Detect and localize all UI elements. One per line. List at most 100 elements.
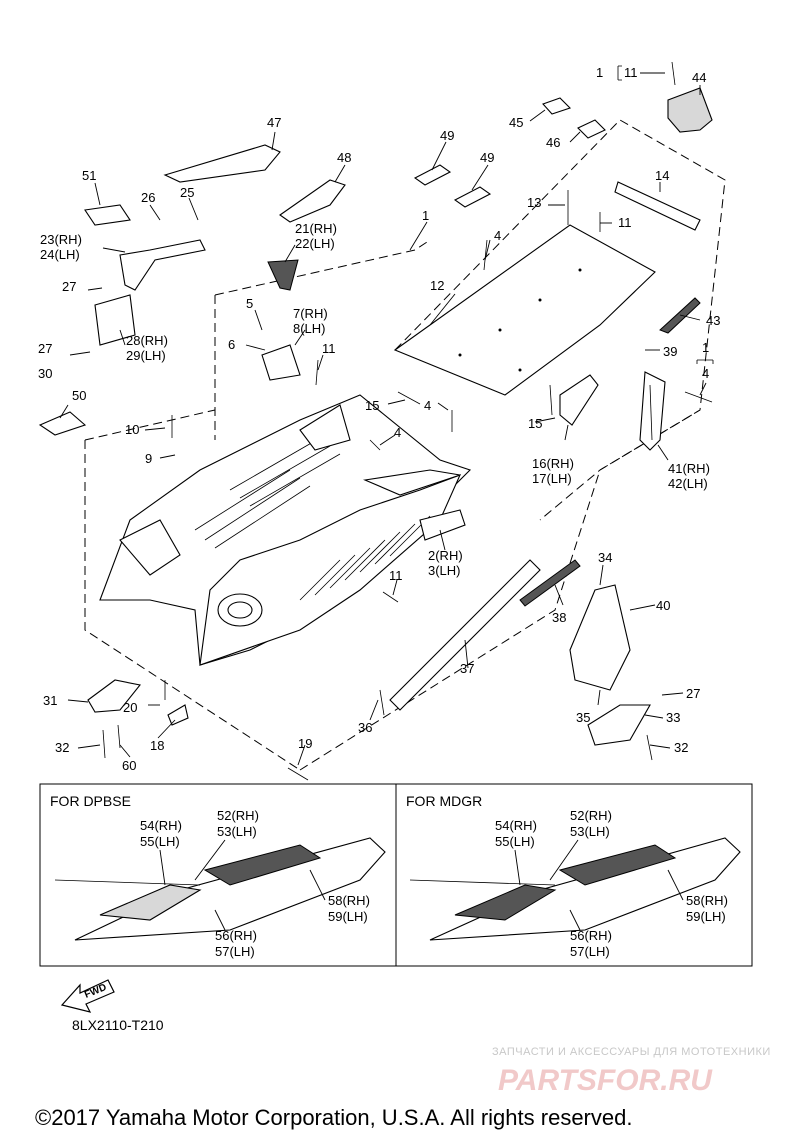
callout: 38 — [552, 610, 566, 625]
callout: 11 — [322, 341, 336, 356]
rail-pattern — [299, 515, 431, 601]
callout: 48 — [337, 150, 351, 165]
plate-28 — [94, 294, 136, 346]
pad-49b — [453, 186, 492, 208]
callout: 35 — [576, 710, 590, 725]
callout: 60 — [122, 758, 136, 773]
callout: 39 — [663, 344, 677, 359]
copyright-notice: ©2017 Yamaha Motor Corporation, U.S.A. A… — [35, 1105, 632, 1130]
callout: 20 — [123, 700, 137, 715]
callout: 31 — [43, 693, 57, 708]
pad-45 — [542, 97, 572, 115]
callout: 21(RH) — [295, 221, 337, 236]
svg-text:56(RH): 56(RH) — [215, 928, 257, 943]
plate-34 — [569, 584, 631, 691]
panel-title: FOR DPBSE — [50, 793, 131, 809]
callout: 25 — [180, 185, 194, 200]
cap-51 — [84, 204, 131, 226]
callout: 40 — [656, 598, 670, 613]
callout: 27 — [686, 686, 700, 701]
callout: 16(RH) — [532, 456, 574, 471]
svg-text:55(LH): 55(LH) — [495, 834, 535, 849]
svg-text:56(RH): 56(RH) — [570, 928, 612, 943]
svg-text:54(RH): 54(RH) — [495, 818, 537, 833]
callout: 18 — [150, 738, 164, 753]
callout: 2(RH) — [428, 548, 463, 563]
pad-46 — [577, 119, 606, 139]
callout: 44 — [692, 70, 706, 85]
callout: 6 — [228, 337, 235, 352]
callout: 43 — [706, 313, 720, 328]
callout-labels: 1 11 44 45 46 47 48 49 49 51 26 25 23(RH… — [38, 65, 720, 773]
callout: 27 — [38, 341, 52, 356]
bracket-2 — [419, 509, 466, 541]
callout: 26 — [141, 190, 155, 205]
callout: 4 — [702, 366, 709, 381]
bracket-23 — [119, 239, 206, 291]
boot-21 — [267, 259, 299, 291]
callout: 22(LH) — [295, 236, 335, 251]
guard-47 — [163, 144, 281, 183]
callout: 10 — [125, 422, 139, 437]
callout: 8(LH) — [293, 321, 326, 336]
bracket-44 — [667, 87, 713, 133]
callout: 1 — [422, 208, 429, 223]
callout: 3(LH) — [428, 563, 461, 578]
step-31 — [87, 679, 141, 713]
svg-text:57(LH): 57(LH) — [570, 944, 610, 959]
callout: 14 — [655, 168, 669, 183]
callout: 51 — [82, 168, 96, 183]
callout: 28(RH) — [126, 333, 168, 348]
svg-text:53(LH): 53(LH) — [570, 824, 610, 839]
bracket-18 — [167, 704, 189, 726]
callout: 47 — [267, 115, 281, 130]
svg-text:54(RH): 54(RH) — [140, 818, 182, 833]
callout: 12 — [430, 278, 444, 293]
mount-7 — [261, 344, 301, 381]
callout: 4 — [424, 398, 431, 413]
callout: 11 — [389, 568, 403, 583]
plate-50 — [38, 411, 87, 436]
leader-lines — [59, 72, 707, 766]
callout: 49 — [440, 128, 454, 143]
callout: 5 — [246, 296, 253, 311]
pad-49a — [413, 164, 452, 186]
callout: 45 — [509, 115, 523, 130]
callout: 49 — [480, 150, 494, 165]
panel-title: FOR MDGR — [406, 793, 482, 809]
bracket-16 — [559, 374, 599, 426]
svg-text:52(RH): 52(RH) — [217, 808, 259, 823]
strip-43 — [659, 297, 701, 334]
callout: 36 — [358, 720, 372, 735]
svg-text:53(LH): 53(LH) — [217, 824, 257, 839]
decal-panel-dpbse: FOR DPBSE 54(RH) 55(LH) 52(RH) 53(LH) 58… — [39, 783, 397, 967]
callout: 1 — [596, 65, 603, 80]
fwd-arrow-icon: FWD — [60, 979, 115, 1013]
svg-text:59(LH): 59(LH) — [686, 909, 726, 924]
watermark-logo: PARTSFOR.RU — [498, 1064, 713, 1097]
svg-text:57(LH): 57(LH) — [215, 944, 255, 959]
rail-38 — [519, 559, 581, 607]
callout: 27 — [62, 279, 76, 294]
callout: 37 — [460, 661, 474, 676]
callout: 1 — [702, 340, 709, 355]
callout: 29(LH) — [126, 348, 166, 363]
svg-text:58(RH): 58(RH) — [686, 893, 728, 908]
panel-12 — [393, 224, 656, 396]
callout: 32 — [674, 740, 688, 755]
callout: 13 — [527, 195, 541, 210]
callout: 11 — [618, 215, 632, 230]
guard-48 — [279, 179, 346, 223]
callout: 11 — [624, 65, 638, 80]
callout: 33 — [666, 710, 680, 725]
callout: 34 — [598, 550, 612, 565]
callout: 32 — [55, 740, 69, 755]
watermark-tagline: ЗАПЧАСТИ И АКСЕССУАРЫ ДЛЯ МОТОТЕХНИКИ — [492, 1046, 771, 1058]
svg-text:58(RH): 58(RH) — [328, 893, 370, 908]
callout: 15 — [528, 416, 542, 431]
svg-text:59(LH): 59(LH) — [328, 909, 368, 924]
callout: 30 — [38, 366, 52, 381]
callout: 19 — [298, 736, 312, 751]
callout: 4 — [494, 228, 501, 243]
